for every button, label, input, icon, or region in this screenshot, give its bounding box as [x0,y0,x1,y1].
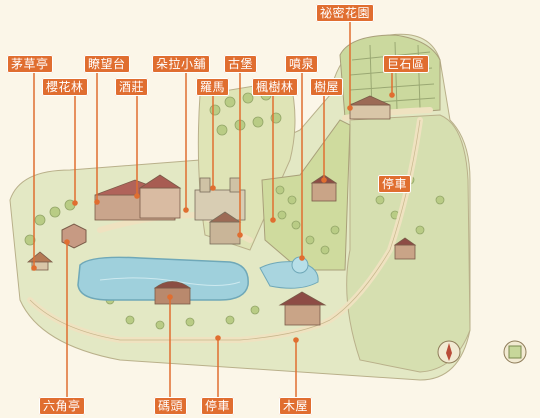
label-treehouse[interactable]: 樹屋 [310,78,344,96]
label-hexagon-pavilion-marker [64,239,70,245]
compass-icon [437,340,461,364]
label-cherry-forest-marker [72,200,78,206]
label-parking-east[interactable]: 停車 [378,175,412,193]
label-giant-rock[interactable]: 巨石區 [383,55,429,73]
label-thatch-pavilion-marker [31,265,37,271]
label-parking-south-marker [215,335,221,341]
label-thatch-pavilion[interactable]: 茅草亭 [7,55,53,73]
label-fountain[interactable]: 噴泉 [285,55,319,73]
label-treehouse-marker [321,177,327,183]
label-fountain-marker [299,255,305,261]
label-hexagon-pavilion[interactable]: 六角亭 [39,397,85,415]
label-wooden-house-marker [293,337,299,343]
label-wooden-house[interactable]: 木屋 [279,397,313,415]
label-castle[interactable]: 古堡 [224,55,258,73]
label-giant-rock-marker [389,92,395,98]
label-castle-marker [237,232,243,238]
label-secret-garden-marker [347,105,353,111]
label-rome-marker [210,185,216,191]
label-watchtower[interactable]: 瞭望台 [84,55,130,73]
label-cherry-forest[interactable]: 櫻花林 [42,78,88,96]
logo-icon [503,340,527,364]
label-rome[interactable]: 羅馬 [196,78,230,96]
label-watchtower-marker [94,199,100,205]
label-secret-garden[interactable]: 祕密花園 [316,4,375,22]
label-winery[interactable]: 酒莊 [115,78,149,96]
label-dock-marker [167,294,173,300]
label-dock[interactable]: 碼頭 [154,397,188,415]
label-winery-marker [134,193,140,199]
label-maple-forest-marker [270,217,276,223]
label-duola-shop-marker [183,207,189,213]
label-maple-forest[interactable]: 楓樹林 [252,78,298,96]
label-parking-south[interactable]: 停車 [201,397,235,415]
label-duola-shop[interactable]: 朵拉小舖 [152,55,211,73]
